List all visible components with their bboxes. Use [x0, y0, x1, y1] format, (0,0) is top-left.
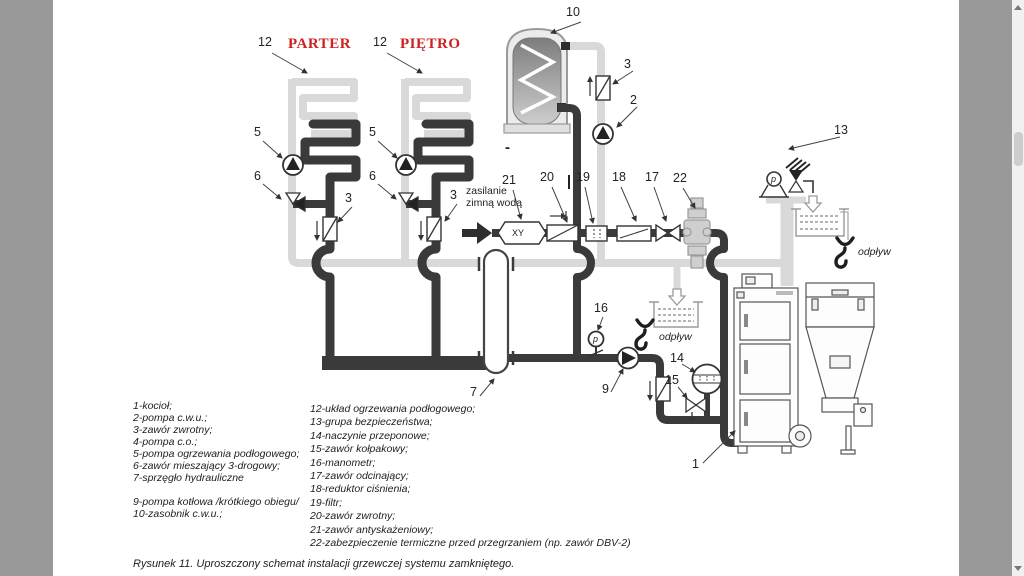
callout-10: 10: [566, 5, 580, 19]
scroll-up-icon[interactable]: [1014, 5, 1022, 10]
callout-7: 7: [470, 385, 477, 399]
legend-item: 9-pompa kotłowa /krótkiego obiegu/: [133, 496, 299, 508]
pump-boiler: [616, 346, 640, 370]
expansion-vessel: [691, 363, 723, 395]
cold-water-inlet-arrow: [462, 222, 492, 244]
scroll-down-icon[interactable]: [1014, 566, 1022, 571]
tank-minus-mark: -: [505, 139, 510, 156]
legend-item: 21-zawór antyskażeniowy;: [310, 523, 434, 536]
check-valve-20: [546, 211, 579, 242]
discharge-tray-right: [791, 208, 849, 240]
viewer-background-left: [0, 0, 53, 576]
legend-spacer: [133, 484, 299, 496]
header-pietro: PIĘTRO: [400, 36, 461, 52]
legend-item: 10-zasobnik c.w.u.;: [133, 508, 223, 520]
hydraulic-separator: [477, 248, 515, 375]
legend-item: 19-filtr;: [310, 496, 343, 509]
cap-valve-15: [685, 396, 707, 420]
pump-floor-b: [395, 154, 417, 176]
callout-1: 1: [692, 457, 699, 471]
legend-item: 1-kocioł;: [133, 400, 173, 412]
legend-item: 15-zawór kołpakowy;: [310, 443, 409, 456]
flow-arrow-into-tray-left: [667, 288, 687, 306]
flow-arrow-into-tray-right: [803, 195, 823, 213]
mixing-valve-a: [284, 192, 306, 213]
legend-item: 16-manometr;: [310, 456, 376, 469]
callout-15: 15: [665, 373, 679, 387]
pump-dhw: [592, 123, 614, 145]
callout-leaders: [262, 21, 841, 464]
callout-19: 19: [576, 170, 590, 184]
legend-item: 13-grupa bezpieczeństwa;: [310, 416, 433, 429]
cold-supply-text-line2: zimną wodą: [466, 197, 523, 209]
callout-5b: 5: [369, 125, 376, 139]
legend-item: 17-zawór odcinający;: [310, 470, 409, 483]
tank-coil: [517, 43, 557, 115]
legend-item: 18-reduktor ciśnienia;: [310, 483, 411, 496]
legend-item: 12-układ ogrzewania podłogowego;: [310, 403, 476, 415]
filter-19: [585, 225, 608, 242]
safety-group: [759, 157, 814, 198]
callout-5a: 5: [254, 125, 261, 139]
callout-3b: 3: [450, 188, 457, 202]
legend-item: 22-zabezpieczenie termiczne przed przegr…: [310, 537, 631, 550]
legend-item: 2-pompa c.w.u.;: [133, 412, 208, 424]
callout-21: 21: [502, 173, 516, 187]
legend-item: 6-zawór mieszający 3-drogowy;: [133, 460, 281, 472]
anti-pollution-valve-21: [497, 221, 547, 245]
scrollbar-thumb[interactable]: [1013, 132, 1023, 166]
callout-14: 14: [670, 351, 684, 365]
callout-18: 18: [612, 170, 626, 184]
callout-3-tank: 3: [624, 57, 631, 71]
callout-13: 13: [834, 123, 848, 137]
legend-item: 14-naczynie przeponowe;: [310, 429, 430, 442]
viewer-background-right: [959, 0, 1012, 576]
legend-item: 20-zawór zwrotny;: [310, 510, 396, 523]
header-parter: PARTER: [288, 36, 352, 52]
check-valve-boiler-loop: [647, 376, 671, 402]
legend-column-2: 12-układ ogrzewania podłogowego; 13-grup…: [310, 403, 631, 550]
callout-17: 17: [645, 170, 659, 184]
callout-9: 9: [602, 382, 609, 396]
vertical-scrollbar[interactable]: [1012, 0, 1024, 576]
check-valve-tank: [587, 75, 611, 101]
drain-siphon-right: [834, 236, 855, 269]
shutoff-valve-17: [655, 223, 681, 243]
legend-column-1: 1-kocioł; 2-pompa c.w.u.; 3-zawór zwrotn…: [133, 400, 299, 520]
callout-22: 22: [673, 171, 687, 185]
discharge-tray-left: [649, 301, 703, 328]
check-valve-a: [314, 216, 338, 242]
drain-text-left: odpływ: [659, 331, 692, 343]
thermal-safety-valve-22: [682, 197, 712, 269]
safety-gauge-p-letter: p: [771, 174, 777, 184]
boiler-and-hopper: [733, 273, 875, 455]
callout-16: 16: [594, 301, 608, 315]
drain-text-right: odpływ: [858, 246, 891, 258]
callout-12a: 12: [258, 35, 272, 49]
callout-3a: 3: [345, 191, 352, 205]
legend-item: 7-sprzęgło hydrauliczne: [133, 472, 244, 484]
pressure-reducer-18: [616, 225, 652, 242]
callout-2: 2: [630, 93, 637, 107]
mixing-valve-b: [397, 192, 419, 213]
pump-floor-a: [282, 154, 304, 176]
manometer-p-letter: p: [593, 334, 599, 344]
legend-item: 5-pompa ogrzewania podłogowego;: [133, 448, 300, 460]
callout-12b: 12: [373, 35, 387, 49]
drain-siphon-left: [634, 318, 655, 351]
check-valve-b: [418, 216, 442, 242]
callout-6a: 6: [254, 169, 261, 183]
figure-caption: Rysunek 11. Uproszczony schemat instalac…: [133, 558, 515, 570]
legend-item: 3-zawór zwrotny;: [133, 424, 213, 436]
legend-item: 4-pompa c.o.;: [133, 436, 198, 448]
callout-6b: 6: [369, 169, 376, 183]
callout-20: 20: [540, 170, 554, 184]
dhw-tank: [503, 27, 571, 134]
cold-supply-text-line1: zasilanie: [466, 185, 507, 197]
manometer: [587, 330, 605, 357]
valve21-xy-text: XY: [512, 228, 525, 238]
